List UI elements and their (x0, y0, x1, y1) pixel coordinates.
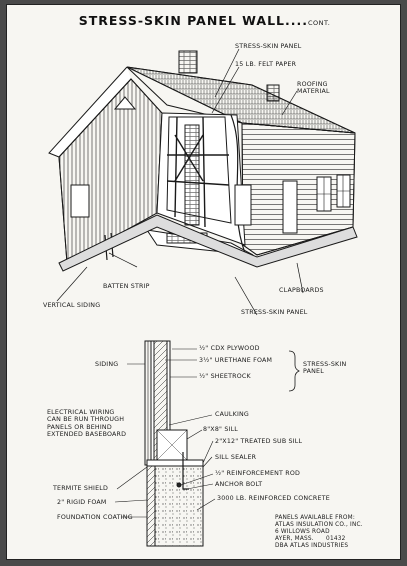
label-caulking: CAULKING (215, 411, 249, 418)
label-sill: 8"x8" SILL (203, 426, 238, 433)
label-batten-strip: BATTEN STRIP (103, 283, 150, 290)
label-stress-skin-panel-group: STRESS-SKIN PANEL (303, 361, 347, 376)
label-stress-skin-panel-top: STRESS-SKIN PANEL (235, 43, 302, 50)
label-urethane-foam: 3½" URETHANE FOAM (199, 357, 273, 364)
credits-block: PANELS AVAILABLE FROM: ATLAS INSULATION … (275, 515, 363, 549)
wall-section-detail (114, 340, 300, 547)
label-felt-paper: 15 lb. FELT PAPER (235, 61, 297, 68)
label-sill-sealer: SILL SEALER (215, 454, 257, 461)
label-stress-skin-panel-bottom: STRESS-SKIN PANEL (241, 309, 308, 316)
label-rigid-foam: 2" RIGID FOAM (57, 499, 107, 506)
house-illustration (48, 48, 358, 316)
label-sub-sill: 2"x12" TREATED SUB SILL (215, 438, 303, 445)
label-clapboards: CLAPBOARDS (279, 287, 324, 294)
label-reinforcement-rod: ½" REINFORCEMENT ROD (215, 470, 301, 477)
label-sheetrock: ½" SHEETROCK (199, 373, 251, 380)
label-plywood: ½" CDX PLYWOOD (199, 345, 260, 352)
label-vertical-siding: VERTICAL SIDING (43, 302, 101, 309)
label-reinforced-concrete: 3000 lb. REINFORCED CONCRETE (217, 495, 330, 502)
drawing-sheet: STRESS-SKIN PANEL WALL....CONT. (6, 4, 401, 560)
label-roofing-material: ROOFING MATERIAL (297, 81, 330, 96)
label-foundation-coating: FOUNDATION COATING (57, 514, 133, 521)
page-title: STRESS-SKIN PANEL WALL....CONT. (7, 13, 402, 28)
title-suffix: CONT. (308, 19, 331, 27)
label-termite-shield: TERMITE SHIELD (53, 485, 109, 492)
label-anchor-bolt: ANCHOR BOLT (215, 481, 263, 488)
title-text: STRESS-SKIN PANEL WALL.... (78, 13, 308, 28)
note-electrical-wiring: ELECTRICAL WIRING CAN BE RUN THROUGH PAN… (47, 409, 127, 439)
label-siding: SIDING (95, 361, 119, 368)
line-drawing (48, 48, 358, 547)
